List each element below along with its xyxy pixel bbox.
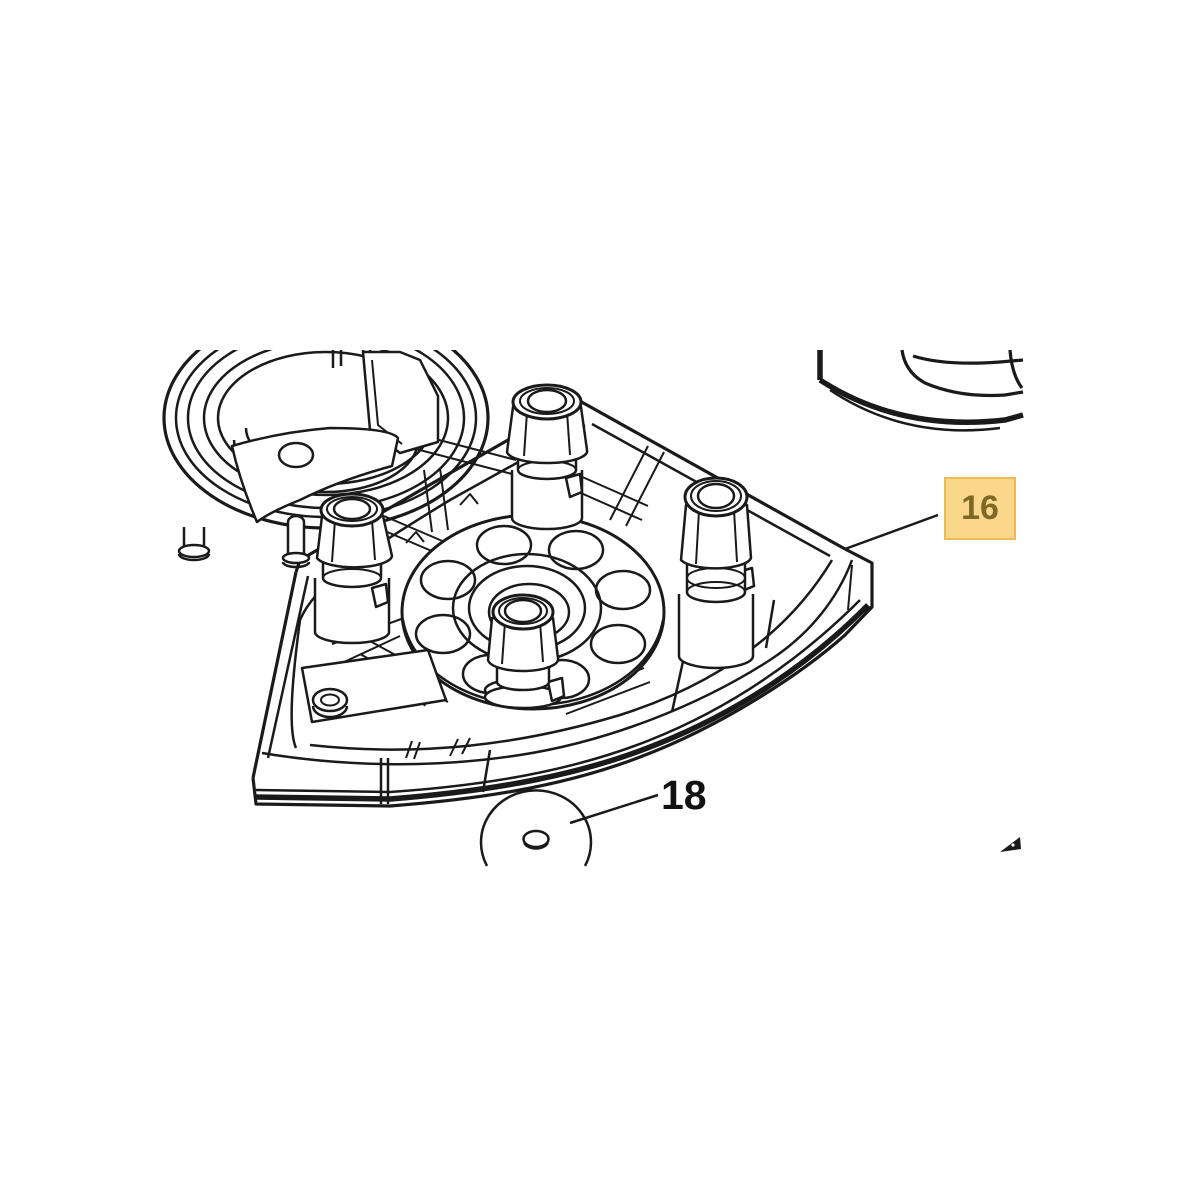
pin-drawing xyxy=(281,514,311,569)
housing-corner-drawing xyxy=(817,349,1024,432)
leader-line-18 xyxy=(569,793,659,825)
callout-part-16[interactable]: 16 xyxy=(944,477,1016,540)
edge-fragment-drawing xyxy=(1000,837,1021,852)
rubber-mount-center-drawing xyxy=(483,593,566,710)
upper-housing-flange-drawing xyxy=(162,349,490,569)
callout-part-16-label: 16 xyxy=(961,489,999,527)
callout-part-18[interactable]: 18 xyxy=(661,772,707,818)
bracket-plate-drawing xyxy=(300,648,448,724)
rubber-mount-left-drawing xyxy=(313,492,394,645)
edge-fragment-highlight xyxy=(1011,843,1015,847)
disc-washer-drawing xyxy=(479,789,593,867)
leader-line-16 xyxy=(844,513,939,551)
callout-part-18-label: 18 xyxy=(661,772,707,818)
rubber-mount-right-drawing xyxy=(677,476,756,670)
screw-drawing xyxy=(177,527,211,562)
rubber-mount-top-drawing xyxy=(505,383,589,531)
